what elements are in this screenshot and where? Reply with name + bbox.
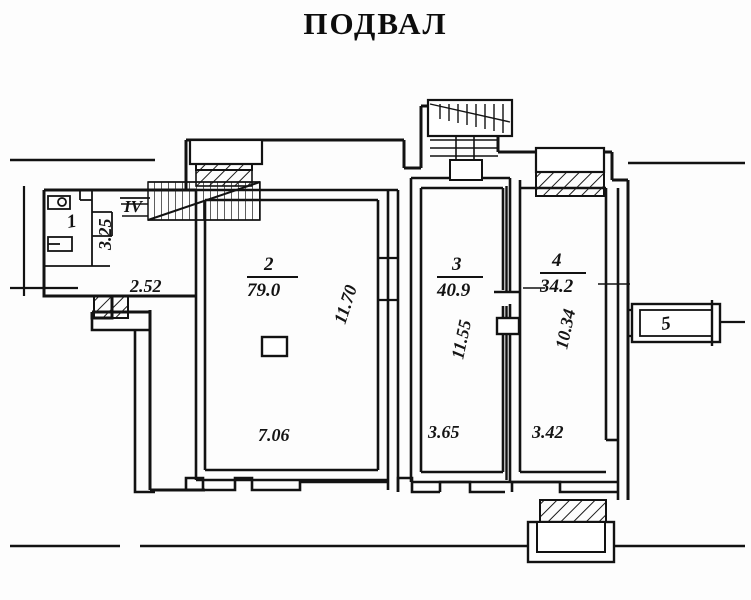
room-5-number: 5 bbox=[660, 313, 673, 335]
dimension-leaders bbox=[121, 203, 630, 289]
room-3-area: 40.9 bbox=[436, 280, 471, 301]
hatched-block-bottom bbox=[526, 499, 616, 564]
room-label-3: 3 40.9 bbox=[436, 254, 483, 301]
room-2-number: 2 bbox=[263, 254, 274, 275]
room-label-2: 2 79.0 bbox=[247, 254, 298, 301]
hatched-block-left-entry bbox=[93, 295, 129, 319]
room-1-fixtures bbox=[44, 190, 113, 267]
dim-7-06: 7.06 bbox=[258, 425, 290, 445]
dim-11-70: 11.70 bbox=[330, 282, 361, 326]
room-3-walls bbox=[409, 176, 512, 484]
column-mid-wall bbox=[495, 316, 521, 336]
bottom-wall-pilasters bbox=[150, 476, 618, 494]
hatched-block-top-right bbox=[534, 146, 606, 197]
room-5-box bbox=[630, 300, 722, 346]
dimension-labels: 3.25 11.70 11.55 10.34 2.52 7.06 3.65 3.… bbox=[95, 219, 579, 446]
dim-2-52: 2.52 bbox=[129, 276, 162, 296]
room-1-number: 1 bbox=[65, 211, 78, 233]
dim-3-65: 3.65 bbox=[427, 422, 460, 442]
dim-11-55: 11.55 bbox=[447, 318, 475, 361]
room-labels: 1 IV 2 79.0 3 40.9 4 34.2 bbox=[65, 197, 672, 335]
dim-10-34: 10.34 bbox=[551, 307, 579, 351]
stair-left bbox=[147, 138, 264, 221]
room-label-4: 4 34.2 bbox=[539, 250, 586, 297]
page-title: ПОДВАЛ bbox=[303, 6, 448, 41]
room-label-1: 1 bbox=[65, 211, 78, 233]
room-4-area: 34.2 bbox=[539, 276, 574, 297]
room-2-walls bbox=[194, 188, 400, 492]
room-iv-number: IV bbox=[123, 197, 144, 216]
dim-3-25: 3.25 bbox=[95, 219, 115, 252]
room-2-area: 79.0 bbox=[247, 280, 281, 301]
room-3-number: 3 bbox=[451, 254, 462, 275]
left-lower-wall bbox=[90, 318, 155, 494]
room-label-iv: IV bbox=[120, 197, 150, 216]
room-4-number: 4 bbox=[551, 250, 562, 271]
room-label-5: 5 bbox=[660, 313, 673, 335]
dim-3-42: 3.42 bbox=[531, 422, 564, 442]
stair-center bbox=[426, 98, 514, 181]
column-room-2 bbox=[260, 335, 289, 358]
